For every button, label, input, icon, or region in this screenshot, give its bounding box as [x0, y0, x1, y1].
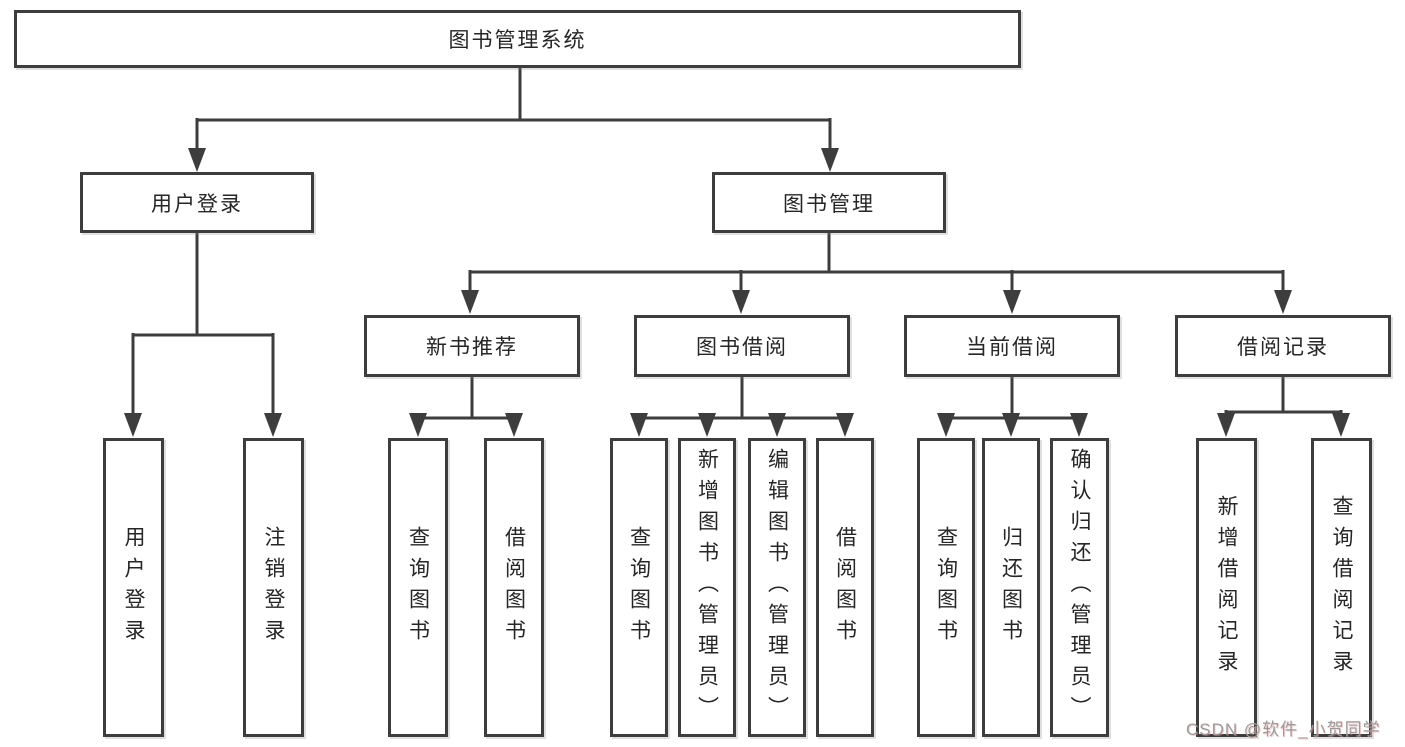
node-book-borrow: 图书借阅: [634, 315, 850, 377]
leaf-logout: 注销登录: [243, 438, 304, 737]
node-current-borrow-label: 当前借阅: [966, 336, 1058, 359]
leaf-query-books-recommend: 查询图书: [388, 438, 448, 737]
connector-root: [195, 68, 832, 152]
leaf-borrow-books-recommend-label: 借阅图书: [502, 525, 526, 650]
connector-borrow-records: [1224, 377, 1343, 416]
node-book-borrow-label: 图书借阅: [696, 336, 788, 359]
node-new-book-recommend-label: 新书推荐: [426, 336, 518, 359]
leaf-return-book: 归还图书: [982, 438, 1040, 737]
leaf-query-books-recommend-label: 查询图书: [406, 525, 430, 650]
leaf-logout-label: 注销登录: [262, 525, 285, 650]
node-new-book-recommend: 新书推荐: [364, 315, 580, 377]
connector-current-borrow: [946, 377, 1079, 420]
node-root-label: 图书管理系统: [448, 29, 587, 52]
leaf-add-borrow-record: 新增借阅记录: [1196, 438, 1257, 737]
connector-book-borrow: [639, 377, 845, 420]
node-user-login: 用户登录: [80, 172, 314, 233]
leaf-query-books-current-label: 查询图书: [934, 525, 958, 650]
leaf-confirm-return-admin-label: 确认归还（管理员）: [1068, 448, 1091, 727]
leaf-query-books-borrow-label: 查询图书: [627, 525, 651, 650]
node-user-login-label: 用户登录: [151, 192, 243, 216]
leaf-user-login: 用户登录: [103, 438, 164, 737]
connector-user-login: [131, 233, 275, 416]
node-book-management-label: 图书管理: [783, 192, 875, 216]
leaf-user-login-label: 用户登录: [122, 525, 145, 650]
leaf-query-books-current: 查询图书: [917, 438, 975, 737]
node-borrow-records: 借阅记录: [1175, 315, 1391, 377]
node-current-borrow: 当前借阅: [904, 315, 1120, 377]
arrowheads: [124, 148, 1350, 437]
leaf-query-books-borrow: 查询图书: [610, 438, 668, 737]
leaf-edit-book-admin: 编辑图书（管理员）: [748, 438, 806, 737]
leaf-add-book-admin-label: 新增图书（管理员）: [695, 448, 719, 727]
node-borrow-records-label: 借阅记录: [1237, 336, 1329, 359]
leaf-borrow-books-recommend: 借阅图书: [484, 438, 544, 737]
leaf-borrow-books: 借阅图书: [816, 438, 874, 737]
leaf-add-borrow-record-label: 新增借阅记录: [1215, 494, 1238, 681]
node-root: 图书管理系统: [14, 10, 1021, 68]
leaf-edit-book-admin-label: 编辑图书（管理员）: [765, 448, 789, 727]
connector-book-management: [468, 233, 1285, 293]
leaf-confirm-return-admin: 确认归还（管理员）: [1050, 438, 1109, 737]
connector-new-book-recommend: [418, 377, 514, 420]
leaf-return-book-label: 归还图书: [999, 525, 1023, 650]
leaf-query-borrow-record-label: 查询借阅记录: [1330, 494, 1353, 681]
leaf-borrow-books-label: 借阅图书: [833, 525, 857, 650]
watermark: CSDN @软件_小贺同学: [1186, 720, 1381, 739]
leaf-add-book-admin: 新增图书（管理员）: [678, 438, 736, 737]
leaf-query-borrow-record: 查询借阅记录: [1311, 438, 1372, 737]
node-book-management: 图书管理: [712, 172, 946, 233]
